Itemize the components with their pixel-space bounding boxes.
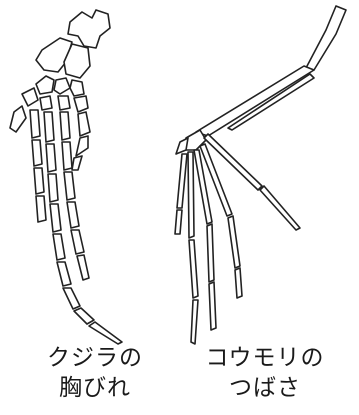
bat-digit-bone — [260, 186, 300, 230]
whale-phalanx — [46, 144, 56, 172]
bat-wing-caption: コウモリの つばさ — [190, 343, 340, 403]
whale-phalanx — [71, 230, 84, 254]
bat-forearm — [196, 66, 314, 136]
whale-phalanx — [74, 308, 94, 324]
bat-digit-bone — [209, 282, 216, 330]
whale-carpal — [58, 96, 70, 110]
whale-phalanx — [32, 140, 42, 166]
whale-carpal — [36, 76, 54, 94]
bat-digit-bone — [188, 152, 194, 238]
bat-forearm-secondary — [228, 74, 314, 130]
whale-phalanx — [67, 202, 79, 228]
whale-carpal — [40, 96, 52, 110]
bat-digit-bone — [177, 154, 187, 208]
bat-thumb — [176, 138, 188, 154]
whale-phalanx — [44, 112, 54, 142]
bat-digit-bone — [189, 240, 198, 298]
bat-humerus — [306, 6, 346, 70]
bat-digit-bone — [228, 216, 240, 268]
whale-phalanx — [30, 110, 40, 138]
whale-flipper-skeleton — [10, 10, 122, 344]
bat-digit-bone — [191, 300, 198, 344]
whale-flipper-caption: クジラの 胸びれ — [20, 343, 170, 403]
whale-phalanx — [63, 288, 80, 309]
whale-caption-line1: クジラの — [20, 343, 170, 373]
whale-phalanx — [50, 204, 61, 232]
whale-phalanx — [89, 322, 122, 344]
whale-carpal — [22, 88, 38, 106]
bat-wing-skeleton — [175, 6, 346, 344]
whale-phalanx — [48, 174, 58, 202]
whale-phalanx — [78, 112, 90, 136]
whale-phalanx — [34, 168, 44, 194]
whale-phalanx — [76, 136, 88, 156]
bat-digit-bone — [207, 224, 214, 282]
bat-digit-bone — [235, 268, 242, 298]
whale-phalanx — [10, 106, 26, 132]
whale-carpal — [54, 78, 70, 94]
bat-caption-line1: コウモリの — [190, 343, 340, 373]
whale-phalanx — [36, 196, 46, 222]
whale-phalanx — [53, 234, 65, 260]
whale-humerus — [68, 10, 110, 48]
whale-phalanx — [60, 112, 70, 140]
bat-caption-line2: つばさ — [190, 373, 340, 403]
whale-caption-line2: 胸びれ — [20, 373, 170, 403]
whale-phalanx — [57, 262, 71, 286]
whale-phalanx — [62, 142, 72, 170]
bat-digit-bone — [175, 210, 182, 234]
whale-carpal — [74, 96, 88, 112]
whale-carpal — [70, 80, 84, 96]
whale-phalanx — [77, 255, 89, 280]
whale-phalanx — [72, 156, 82, 170]
whale-phalanx — [64, 172, 75, 200]
